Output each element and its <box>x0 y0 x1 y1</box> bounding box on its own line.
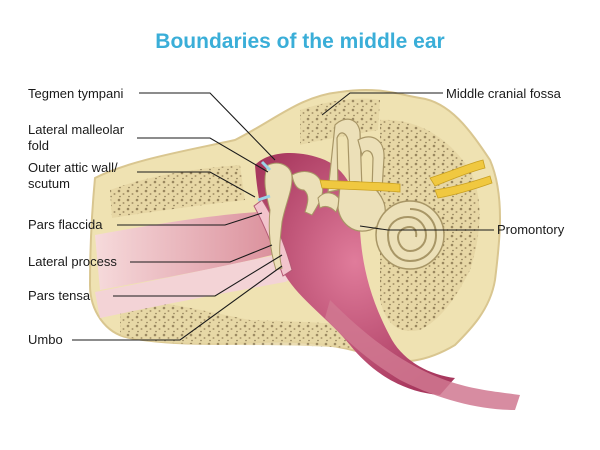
label-lateral-malleolar-fold-1: Lateral malleolar <box>28 122 125 137</box>
label-pars-tensa: Pars tensa <box>28 288 91 303</box>
stapes <box>317 192 341 213</box>
nerve-branch <box>434 175 493 199</box>
label-middle-cranial-fossa: Middle cranial fossa <box>446 86 561 101</box>
mastoid-air-cells <box>110 165 245 218</box>
cochlea <box>375 200 445 270</box>
label-lateral-process: Lateral process <box>28 254 117 269</box>
label-promontory: Promontory <box>497 222 565 237</box>
malleolar-fold <box>257 160 272 202</box>
facial-nerve <box>319 179 401 193</box>
incus <box>291 171 324 216</box>
label-umbo: Umbo <box>28 332 63 347</box>
tympanic-cavity <box>255 153 455 395</box>
vestibulocochlear-nerve <box>429 159 486 187</box>
label-outer-attic-wall-1: Outer attic wall/ <box>28 160 118 175</box>
leader-lines <box>72 92 494 341</box>
canal-lower-wall <box>95 252 297 318</box>
diagram-title: Boundaries of the middle ear <box>155 30 445 53</box>
lower-bone-cells <box>120 300 380 350</box>
label-tegmen-tympani: Tegmen tympani <box>28 86 124 101</box>
label-pars-flaccida: Pars flaccida <box>28 217 103 232</box>
label-outer-attic-wall-2: scutum <box>28 176 70 191</box>
external-canal <box>95 212 290 290</box>
eustachian-tube <box>325 300 520 410</box>
semicircular-canal-1 <box>327 118 363 196</box>
label-lateral-malleolar-fold-2: fold <box>28 138 49 153</box>
